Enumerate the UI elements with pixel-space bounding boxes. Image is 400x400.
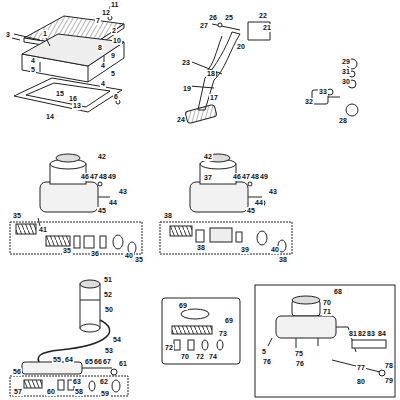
callout-number: 76 [262,358,272,366]
callout-number: 11 [110,1,119,9]
callout-number: 38 [196,244,206,252]
callout-number: 60 [46,388,56,396]
callout-number: 54 [112,336,122,344]
callout-number: 77 [356,364,366,372]
callout-number: 35 [12,212,22,220]
callout-number: 13 [72,102,82,110]
callout-number: 40 [124,252,134,260]
callout-number: 27 [199,22,209,30]
callout-number: 3 [5,31,11,39]
callout-number: 83 [366,330,376,338]
callout-number: 28 [338,117,348,125]
callout-number: 22 [258,12,268,20]
callout-number: 51 [103,276,113,284]
callout-number: 45 [246,207,256,215]
callout-number: 40 [270,246,280,254]
callout-number: 25 [224,14,234,22]
callout-number: 45 [97,207,107,215]
callout-number: 4 [30,57,36,65]
callout-number: 19 [182,85,192,93]
callout-number: 1 [42,30,48,38]
callout-number: 5 [30,66,36,74]
callout-number: 37 [203,174,213,182]
callout-number: 71 [322,308,332,316]
callout-number: 55 [52,356,62,364]
callout-number: 44 [108,199,118,207]
callout-number: 5 [110,70,116,78]
callout-number: 70 [322,299,332,307]
callout-number: 42 [203,153,213,161]
callout-number: 29 [341,58,351,66]
callout-number: 33 [318,88,328,96]
callout-number: 43 [118,188,128,196]
callout-number: 9 [110,52,116,60]
callout-number: 14 [45,113,55,121]
callout-number: 52 [103,291,113,299]
callout-number: 7 [95,17,101,25]
callout-number: 49 [259,173,269,181]
callout-number: 12 [101,9,111,17]
callout-number: 59 [100,390,110,398]
callout-number: 67 [102,358,112,366]
callout-number: 17 [209,94,219,102]
callout-number: 57 [13,388,23,396]
callout-number: 58 [74,388,84,396]
callout-number: 68 [333,288,343,296]
callout-number: 44 [254,199,264,207]
callout-number: 73 [218,330,228,338]
callout-number: 26 [208,14,218,22]
callout-number: 4 [100,62,106,70]
callout-number: 74 [208,353,218,361]
callout-number: 24 [176,116,186,124]
callout-number: 32 [304,98,314,106]
callout-number: 69 [178,302,188,310]
callout-number: 43 [268,188,278,196]
callout-number: 23 [181,59,191,67]
callout-number: 84 [377,330,387,338]
callout-number: 6 [113,93,119,101]
callout-number: 75 [294,350,304,358]
callout-number: 78 [384,362,394,370]
callout-number: 41 [38,226,48,234]
callout-number: 50 [104,306,114,314]
callout-number: 35 [62,247,72,255]
callout-number: 20 [236,43,246,51]
callout-number: 38 [278,256,288,264]
callout-number: 70 [180,353,190,361]
callout-number: 35 [134,256,144,264]
callout-number: 80 [356,378,366,386]
callout-number: 79 [384,377,394,385]
callout-number: 63 [72,378,82,386]
callout-number: 76 [295,360,305,368]
callout-number: 38 [163,212,173,220]
callout-number: 69 [224,317,234,325]
callout-number: 5 [261,348,267,356]
callout-number: 39 [240,246,250,254]
callout-number: 56 [12,368,22,376]
callout-number: 21 [262,24,272,32]
callout-number: 10 [112,37,122,45]
callout-number: 49 [107,173,117,181]
callout-number: 30 [341,78,351,86]
callout-number: 61 [118,360,128,368]
callout-number: 31 [341,68,351,76]
callout-number: 15 [55,90,65,98]
callout-number: 62 [99,378,109,386]
callout-number: 42 [97,153,107,161]
callout-number: 4 [100,80,106,88]
callout-number: 53 [104,347,114,355]
callout-number: 18 [206,70,216,78]
callout-number: 72 [195,353,205,361]
callout-number: 8 [97,44,103,52]
callout-number: 2 [111,27,117,35]
callout-number: 64 [64,356,74,364]
callout-number: 36 [90,250,100,258]
callout-number: 72 [164,344,174,352]
